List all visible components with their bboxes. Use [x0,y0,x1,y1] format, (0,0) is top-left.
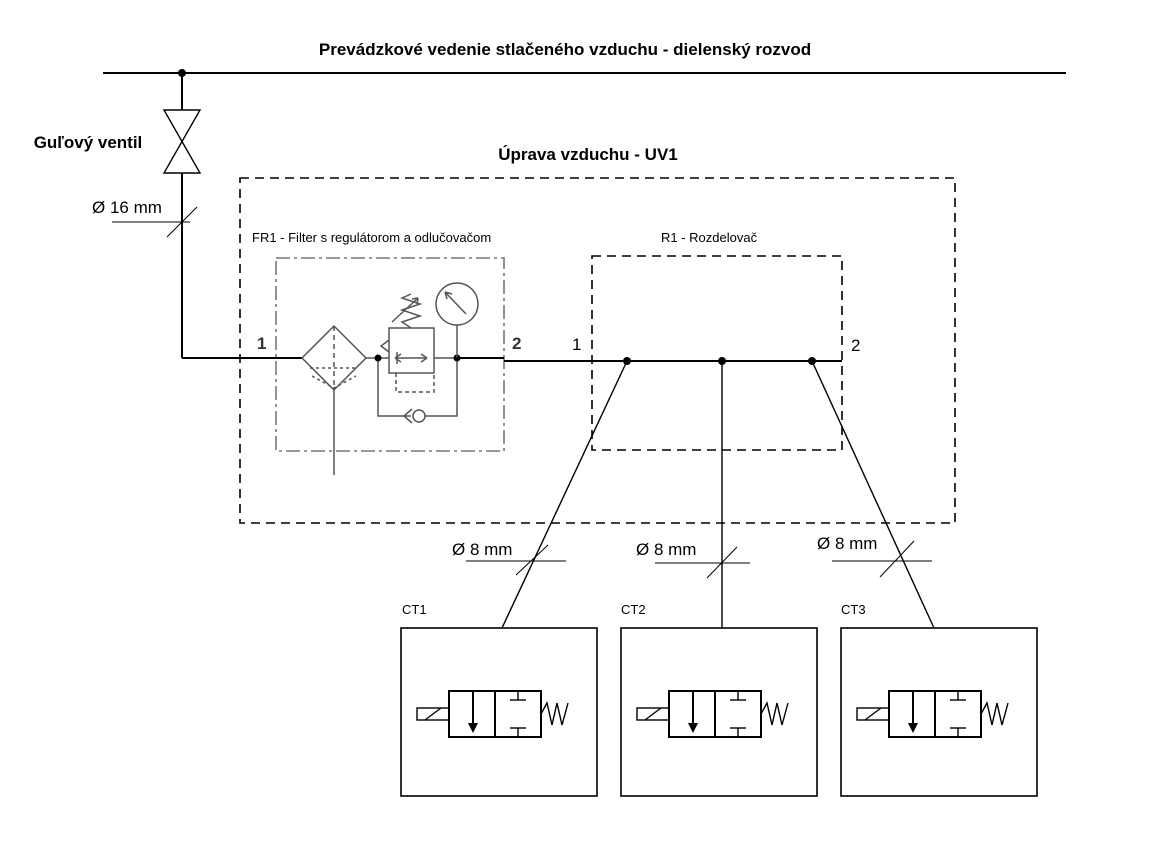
branch-line-ct1 [501,360,628,629]
main-pipe-dimension: Ø 16 mm [92,198,162,217]
fr1-port-in: 1 [257,334,266,353]
fr1-boundary [275,257,505,452]
consumer-label-ct3: CT3 [841,602,866,617]
solenoid-valve-ct3 [856,690,1009,738]
branch-dimension-marker-3 [832,540,932,578]
consumer-label-ct1: CT1 [402,602,427,617]
branch-line-ct3 [811,360,935,629]
solenoid-valve-ct2 [636,690,789,738]
branch-dimension-2: Ø 8 mm [636,540,696,559]
consumer-ct3 [840,627,1038,797]
branch-dimension-1: Ø 8 mm [452,540,512,559]
air-prep-boundary [239,177,956,524]
r1-boundary [591,255,843,451]
consumer-box-ct2 [620,627,818,797]
branch-dimension-marker-2 [655,546,750,579]
main-line-title: Prevádzkové vedenie stlačeného vzduchu -… [319,40,811,59]
consumer-label-ct2: CT2 [621,602,646,617]
solenoid-valve-ct1 [416,690,569,738]
main-pipe-dimension-marker [112,206,198,238]
consumer-box-ct3 [840,627,1038,797]
fr1-symbol [182,282,504,475]
r1-port-in: 1 [572,335,581,354]
consumer-box-ct1 [400,627,598,797]
branch-dimension-3: Ø 8 mm [817,534,877,553]
fr1-label: FR1 - Filter s regulátorom a odlučovačom [252,230,491,245]
r1-port-out: 2 [851,336,860,355]
consumer-ct2 [620,627,818,797]
fr1-port-out: 2 [512,334,521,353]
ball-valve-label: Guľový ventil [34,133,143,152]
consumer-ct1 [400,627,598,797]
r1-label: R1 - Rozdelovač [661,230,758,245]
air-prep-title: Úprava vzduchu - UV1 [498,145,678,164]
branch-dimension-marker-1 [466,544,566,576]
ball-valve-symbol [162,73,202,358]
